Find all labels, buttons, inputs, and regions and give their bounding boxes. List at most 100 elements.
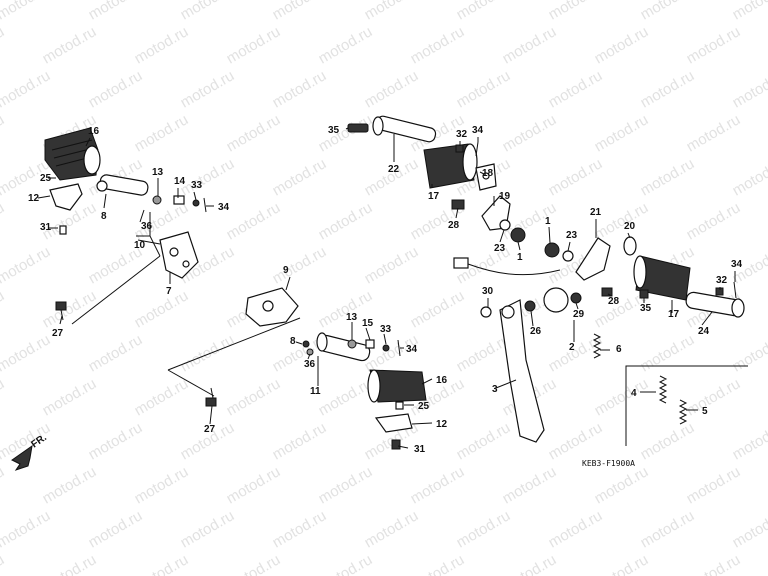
callout-number: 17 xyxy=(668,309,680,320)
callout-number: 12 xyxy=(436,419,448,430)
leader-line xyxy=(455,207,459,219)
watermark-text: motod.ru xyxy=(86,507,146,551)
leader-line xyxy=(37,195,51,199)
callout-number: 32 xyxy=(716,275,728,286)
watermark-text: motod.ru xyxy=(454,507,514,551)
footpeg-rubber-17-mid xyxy=(423,143,478,189)
callout-number: 35 xyxy=(640,303,652,314)
leader-line xyxy=(365,327,371,341)
watermark-text: motod.ru xyxy=(500,551,560,576)
bolt-35-right xyxy=(639,289,649,299)
bracket-21 xyxy=(575,237,611,281)
callout-number: 28 xyxy=(448,220,460,231)
watermark-text: motod.ru xyxy=(0,551,7,576)
callout-number: 17 xyxy=(428,191,440,202)
watermark-text: motod.ru xyxy=(500,463,560,507)
callout-number: 20 xyxy=(624,221,636,232)
footpeg-rubber-17-right xyxy=(633,255,691,301)
callout-number: 8 xyxy=(290,336,296,347)
leader-line xyxy=(421,378,433,385)
bolt-30 xyxy=(480,306,492,318)
leader-line xyxy=(383,333,387,345)
watermark-text: motod.ru xyxy=(40,551,100,576)
leader-line xyxy=(548,226,551,244)
inset-frame xyxy=(625,365,748,446)
watermark-text: motod.ru xyxy=(730,419,768,463)
callout-number: 30 xyxy=(482,286,494,297)
callout-number: 28 xyxy=(608,296,620,307)
watermark-text: motod.ru xyxy=(270,419,330,463)
cap-12-lower xyxy=(374,413,413,433)
watermark-text: motod.ru xyxy=(0,67,53,111)
watermark-text: motod.ru xyxy=(40,463,100,507)
leader-line xyxy=(517,241,521,251)
watermark-text: motod.ru xyxy=(40,23,100,67)
watermark-text: motod.ru xyxy=(224,375,284,419)
watermark-text: motod.ru xyxy=(0,199,7,243)
footpeg-shaft-24 xyxy=(685,291,745,318)
callout-number: 25 xyxy=(418,401,430,412)
bolt-27-upper xyxy=(55,301,67,321)
callout-number: 1 xyxy=(517,252,523,263)
bolt-35-top xyxy=(347,123,369,133)
watermark-text: motod.ru xyxy=(0,287,7,331)
callout-number: 27 xyxy=(52,328,64,339)
nut-25-lower xyxy=(395,401,404,410)
watermark-text: motod.ru xyxy=(592,375,652,419)
bolt-31-lower xyxy=(391,439,401,450)
leader-line xyxy=(139,209,145,223)
watermark-text: motod.ru xyxy=(730,507,768,551)
pin-8-lower xyxy=(302,340,310,348)
watermark-text: motod.ru xyxy=(0,375,7,419)
leader-line xyxy=(103,193,107,209)
leader-line xyxy=(411,422,433,425)
callout-number: 13 xyxy=(152,167,164,178)
watermark-text: motod.ru xyxy=(270,0,330,23)
watermark-text: motod.ru xyxy=(86,0,146,23)
watermark-text: motod.ru xyxy=(592,199,652,243)
watermark-text: motod.ru xyxy=(408,23,468,67)
spring-14 xyxy=(173,195,185,205)
callout-number: 1 xyxy=(545,216,551,227)
watermark-text: motod.ru xyxy=(132,111,192,155)
watermark-text: motod.ru xyxy=(0,23,7,67)
watermark-text: motod.ru xyxy=(592,551,652,576)
gear-1-right xyxy=(544,242,560,258)
watermark-text: motod.ru xyxy=(132,463,192,507)
watermark-text: motod.ru xyxy=(362,67,422,111)
callout-number: 21 xyxy=(590,207,602,218)
callout-number: 25 xyxy=(40,173,52,184)
leader-line xyxy=(59,315,63,325)
callout-number: 12 xyxy=(28,193,40,204)
watermark-text: motod.ru xyxy=(132,23,192,67)
bracket-7 xyxy=(159,231,199,279)
callout-number: 7 xyxy=(166,286,172,297)
callout-number: 34 xyxy=(218,202,230,213)
leader-line xyxy=(167,317,301,371)
callout-number: 22 xyxy=(388,164,400,175)
leader-line xyxy=(71,255,161,325)
leader-line xyxy=(479,171,485,175)
callout-number: 15 xyxy=(362,318,374,329)
watermark-text: motod.ru xyxy=(592,111,652,155)
watermark-text: motod.ru xyxy=(730,67,768,111)
leader-line xyxy=(530,310,534,327)
watermark-text: motod.ru xyxy=(546,419,606,463)
watermark-text: motod.ru xyxy=(270,155,330,199)
leader-line xyxy=(499,229,505,243)
watermark-text: motod.ru xyxy=(454,67,514,111)
watermark-text: motod.ru xyxy=(178,67,238,111)
watermark-text: motod.ru xyxy=(178,0,238,23)
watermark-text: motod.ru xyxy=(362,0,422,23)
watermark-text: motod.ru xyxy=(454,0,514,23)
watermark-text: motod.ru xyxy=(638,507,698,551)
callout-number: 6 xyxy=(616,344,622,355)
watermark-text: motod.ru xyxy=(86,331,146,375)
leader-line xyxy=(85,137,91,147)
watermark-text: motod.ru xyxy=(684,199,744,243)
callout-number: 34 xyxy=(731,259,743,270)
leader-line xyxy=(495,379,517,389)
callout-number: 33 xyxy=(380,324,392,335)
